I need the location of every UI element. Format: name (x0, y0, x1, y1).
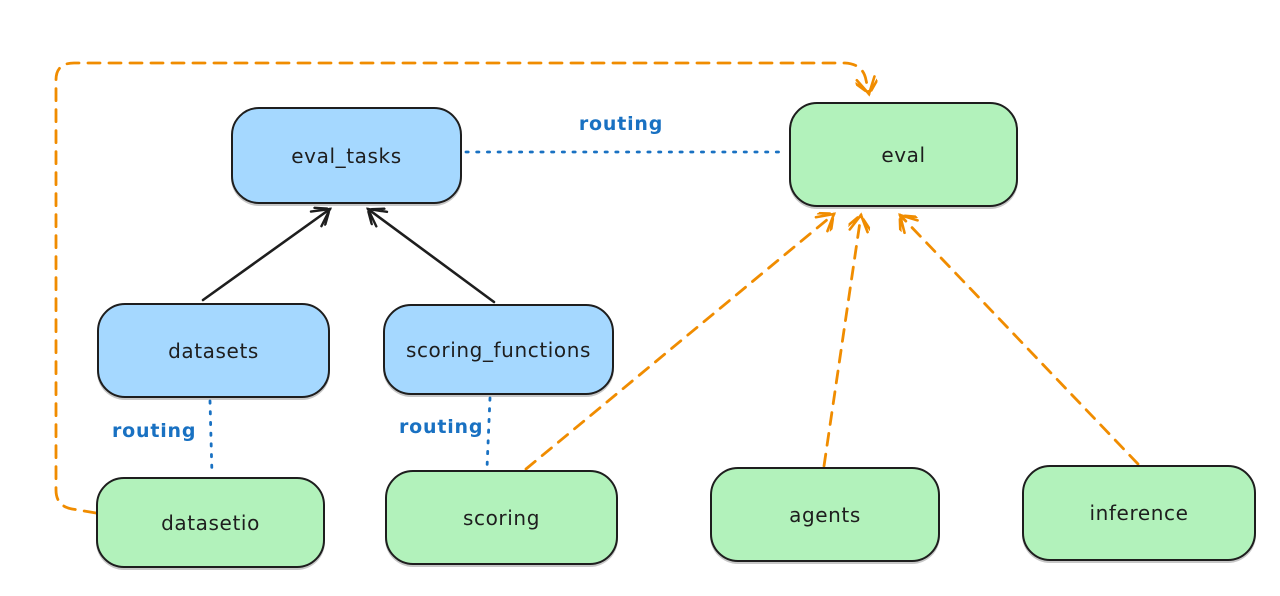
node-scoring-label: scoring (462, 505, 540, 530)
node-agents: agents (710, 467, 940, 562)
node-eval-tasks-label: eval_tasks (291, 143, 402, 168)
routing-label-datasets-datasetio: routing (112, 420, 197, 442)
node-datasets-label: datasets (168, 338, 259, 363)
node-eval-tasks: eval_tasks (231, 107, 462, 204)
edge-scoring-functions-to-scoring-routing (485, 396, 492, 470)
edge-inference-to-eval (900, 215, 1140, 466)
edge-agents-to-eval (822, 215, 861, 468)
edge-datasets-to-eval-tasks (201, 209, 330, 302)
node-datasets: datasets (97, 303, 330, 398)
routing-label-eval-tasks-eval: routing (578, 113, 664, 135)
routing-label-scoring-functions-scoring: routing (399, 416, 484, 438)
node-eval-label: eval (881, 142, 926, 167)
node-scoring: scoring (385, 470, 618, 565)
node-datasetio: datasetio (96, 477, 325, 568)
node-agents-label: agents (789, 502, 861, 527)
node-datasetio-label: datasetio (161, 510, 260, 535)
edge-scoring-to-eval (524, 214, 834, 471)
node-inference-label: inference (1089, 501, 1189, 525)
node-scoring-functions-label: scoring_functions (405, 337, 592, 362)
edge-datasets-to-datasetio-routing (208, 399, 214, 477)
edge-datasetio-to-eval-loop (54, 61, 869, 515)
node-inference: inference (1022, 465, 1256, 561)
node-eval: eval (789, 102, 1018, 207)
node-scoring-functions: scoring_functions (383, 304, 614, 395)
edge-scoring-functions-to-eval-tasks (368, 209, 496, 304)
